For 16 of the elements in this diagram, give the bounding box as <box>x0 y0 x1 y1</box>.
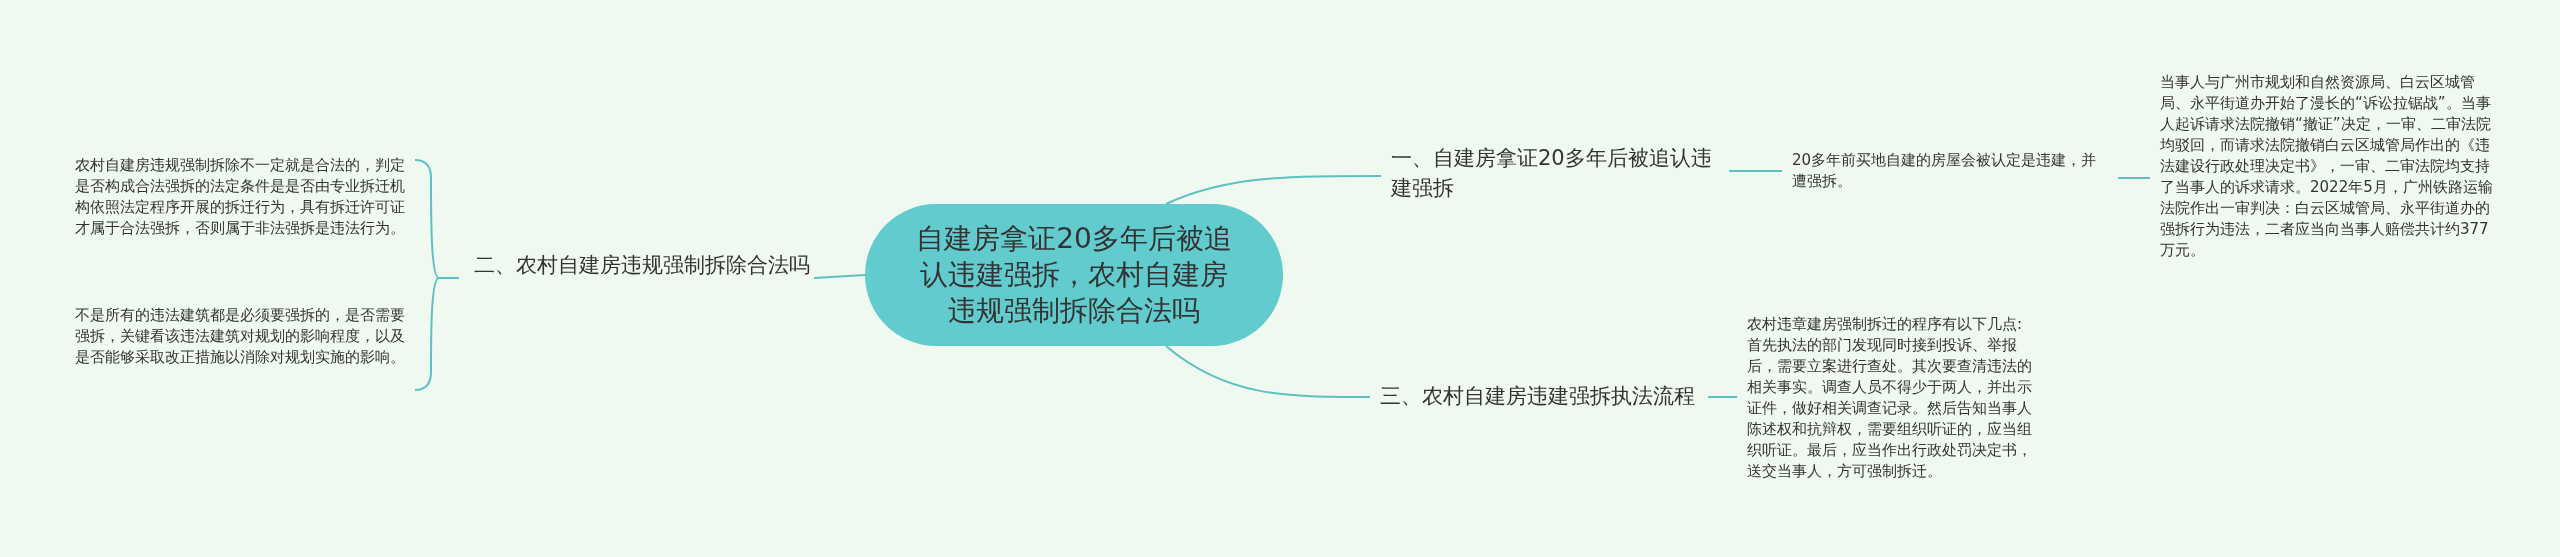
connector-line <box>1728 170 1783 172</box>
topic-text: 三、农村自建房违建强拆执法流程 <box>1380 381 1700 413</box>
connector-line <box>414 277 460 391</box>
topic-text: 二、农村自建房违规强制拆除合法吗 <box>474 250 814 306</box>
note-text: 农村违章建房强制拆迁的程序有以下几点:首先执法的部门发现同时接到投诉、举报后，需要立案进行查处。其次要查清违法的相关事实。调查人员不得少于两人，并出示证件，做好相关调查记录。然后告知当事人陈述权和抗辩权，需要组织听证的，应当组织听证。最后，应当作出行政处罚决定书，送交当事人，方可强制拆迁。 <box>1747 314 2037 484</box>
connector-line <box>1164 175 1382 205</box>
connector-line <box>813 274 866 279</box>
note-text: 农村自建房违规强制拆除不一定就是合法的，判定是否构成合法强拆的法定条件是是否由专业拆迁机构依照法定程序开展的拆迁行为，具有拆迁许可证才属于合法强拆，否则属于非法强拆是违法行为。 <box>75 155 410 260</box>
connector-line <box>1164 345 1371 398</box>
central-topic: 自建房拿证20多年后被追认违建强拆，农村自建房违规强制拆除合法吗 <box>865 204 1283 346</box>
topic-text: 一、自建房拿证20多年后被追认违建强拆 <box>1391 143 1721 203</box>
connector-line <box>2117 177 2151 179</box>
note-text: 当事人与广州市规划和自然资源局、白云区城管局、永平街道办开始了漫长的“诉讼拉锯战”。当事人起诉请求法院撤销“撤证”决定，一审、二审法院均驳回，而请求法院撤销白云区城管局作出的《违法建设行政处理决定书》，一审、二审法院均支持了当事人的诉求请求。2022年5月，广州铁路运输法院作出一审判决：白云区城管局、永平街道办的强拆行为违法，二者应当向当事人赔偿共计约377万元。 <box>2160 72 2502 272</box>
note-text: 不是所有的违法建筑都是必须要强拆的，是否需要强拆，关键看该违法建筑对规划的影响程度，以及是否能够采取改正措施以消除对规划实施的影响。 <box>75 305 410 389</box>
note-text: 20多年前买地自建的房屋会被认定是违建，并遭强拆。 <box>1792 150 2110 194</box>
connector-line <box>1707 396 1738 398</box>
